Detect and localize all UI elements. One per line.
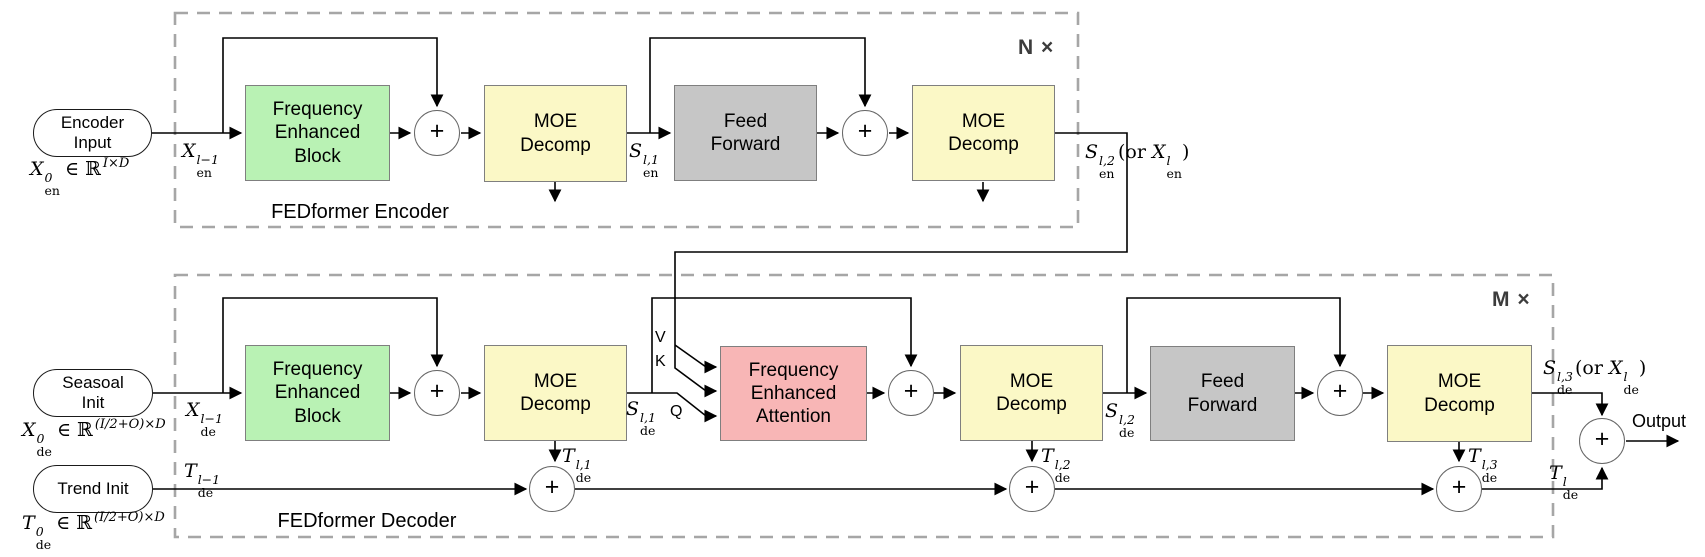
- moe-label: MOE Decomp: [996, 370, 1067, 415]
- feb-label: Frequency Enhanced Block: [272, 99, 363, 167]
- moe-decomp-decoder-1: MOE Decomp: [484, 345, 627, 441]
- sum-node-decoder-3: +: [1317, 370, 1363, 416]
- frequency-enhanced-block-decoder: Frequency Enhanced Block: [245, 345, 390, 441]
- trend-to-final-sum: [1482, 466, 1609, 490]
- encoder-region-border: [173, 11, 1080, 229]
- encoder-region-title: FEDformer Encoder: [271, 201, 449, 223]
- encoder-output-to-attention-v: [674, 344, 718, 374]
- seasonal-init-label: Seasoal Init: [62, 372, 124, 412]
- frequency-enhanced-block-encoder: Frequency Enhanced Block: [245, 85, 390, 181]
- decoder-skip-over-ff: [1126, 297, 1347, 393]
- final-sum-node: +: [1579, 418, 1625, 464]
- moe-decomp-encoder-1: MOE Decomp: [484, 85, 627, 182]
- decoder-repeat-count: M ×: [1492, 288, 1531, 311]
- moe-decomp-decoder-2: MOE Decomp: [960, 345, 1103, 441]
- sum-node-decoder-2: +: [888, 370, 934, 416]
- moe-decomp-decoder-3: MOE Decomp: [1387, 345, 1532, 442]
- encoder-skip-over-ff: [649, 37, 872, 133]
- ff-label: Feed Forward: [1187, 371, 1258, 416]
- moe-label: MOE Decomp: [1424, 371, 1495, 416]
- fea-label: Frequency Enhanced Attention: [748, 359, 839, 428]
- sum-node-encoder-2: +: [842, 110, 888, 156]
- key-input-label: K: [655, 353, 666, 370]
- moe-label: MOE Decomp: [948, 110, 1019, 155]
- trend-sum-node-1: +: [529, 466, 575, 512]
- seasonal-init-pill: Seasoal Init: [33, 369, 153, 417]
- encoder-skip-over-feb: [222, 37, 444, 133]
- sum-node-encoder-1: +: [414, 110, 460, 156]
- feed-forward-encoder: Feed Forward: [674, 85, 817, 181]
- decoder-skip-over-feb: [222, 297, 444, 393]
- encoder-input-label: Encoder Input: [60, 112, 125, 152]
- value-input-label: V: [655, 329, 666, 346]
- frequency-enhanced-attention: Frequency Enhanced Attention: [720, 346, 867, 441]
- decoder-region-title: FEDformer Decoder: [277, 510, 457, 532]
- trend-sum-node-3: +: [1436, 466, 1482, 512]
- feed-forward-decoder: Feed Forward: [1150, 346, 1295, 441]
- decoder-skip-over-attention: [651, 297, 918, 393]
- seasonal-output-to-final-sum: [1532, 392, 1609, 417]
- ff-label: Feed Forward: [710, 110, 781, 155]
- output-label: Output: [1632, 411, 1687, 431]
- trend-sum-node-2: +: [1009, 466, 1055, 512]
- feb-label: Frequency Enhanced Block: [272, 359, 363, 427]
- encoder-input-pill: Encoder Input: [33, 109, 152, 157]
- query-input-label: Q: [670, 403, 683, 420]
- sum-node-decoder-1: +: [414, 370, 460, 416]
- moe-label: MOE Decomp: [520, 111, 591, 156]
- trend-init-label: Trend Init: [57, 478, 129, 498]
- trend-init-pill: Trend Init: [33, 465, 153, 513]
- moe-label: MOE Decomp: [520, 370, 591, 415]
- encoder-output-to-attention-k: [674, 132, 1128, 398]
- decoder-region-border: [173, 273, 1555, 539]
- moe-decomp-encoder-2: MOE Decomp: [912, 85, 1055, 181]
- encoder-repeat-count: N ×: [1018, 36, 1055, 59]
